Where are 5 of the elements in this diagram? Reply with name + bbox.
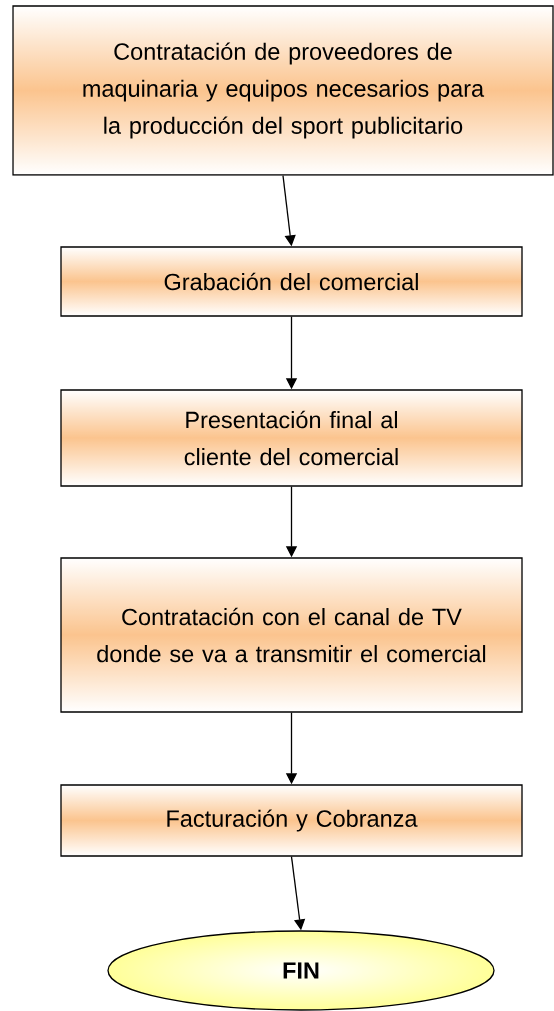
process-box: Facturación y Cobranza [60, 784, 523, 857]
process-box: Contratación de proveedores de maquinaria y equipos necesarios para la producción del sport publicitario [12, 5, 554, 176]
process-box: Presentación final al cliente del comercial [60, 389, 523, 487]
process-box: Grabación del comercial [60, 246, 523, 317]
process-box: Contratación con el canal de TV donde se va a transmitir el comercial [60, 557, 523, 713]
